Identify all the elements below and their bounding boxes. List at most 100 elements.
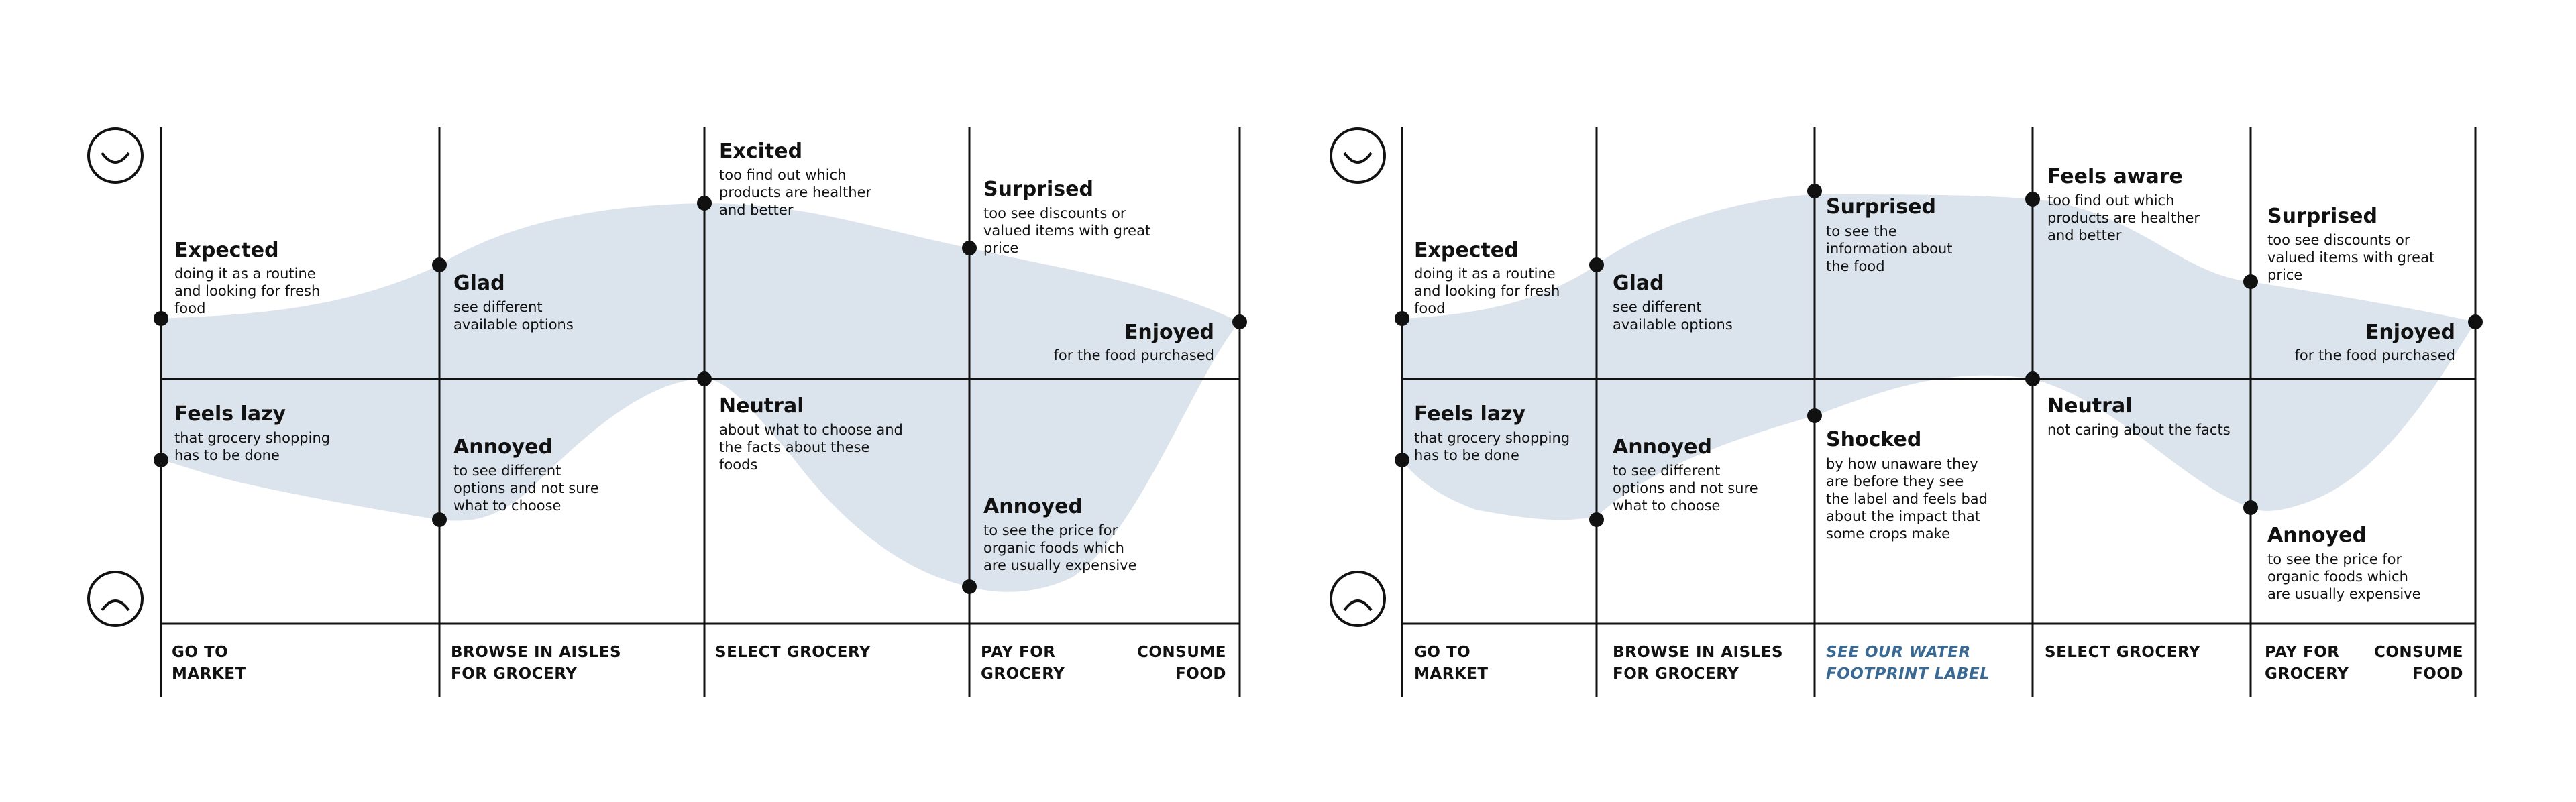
emotion-desc: and looking for fresh: [174, 283, 320, 299]
emotion-desc: for the food purchased: [2294, 347, 2455, 363]
emotion-point: [697, 371, 712, 386]
emotion-title: Enjoyed: [2365, 321, 2455, 344]
emotion-desc: are usually expensive: [983, 557, 1137, 573]
stage-label: GO TO: [1414, 644, 1470, 661]
emotion-desc: about the impact that: [1826, 508, 1980, 524]
emotion-desc: are before they see: [1826, 473, 1964, 490]
emotion-desc: too find out which: [719, 167, 846, 183]
emotion-title: Feels aware: [2047, 165, 2183, 188]
emotion-points: [154, 196, 1247, 594]
emotion-title: Annoyed: [1613, 435, 1712, 459]
emotion-title: Annoyed: [2267, 524, 2367, 547]
emotion-title: Expected: [1414, 239, 1519, 262]
emotion-title: Excited: [719, 139, 802, 163]
emotion-title: Neutral: [2047, 394, 2132, 418]
emotion-point: [2025, 192, 2040, 207]
stage-label: PAY FOR: [981, 644, 1055, 661]
emotion-desc: foods: [719, 457, 757, 473]
emotion-desc: the label and feels bad: [1826, 491, 1988, 507]
emotion-desc: the food: [1826, 258, 1885, 274]
stage-label: BROWSE IN AISLES: [451, 644, 621, 661]
emotion-point: [432, 512, 447, 527]
emotion-point: [1589, 512, 1604, 527]
emotion-desc: available options: [453, 317, 574, 333]
emotion-point: [697, 196, 712, 211]
emotion-desc: valued items with great: [2267, 249, 2434, 266]
emotion-point: [2243, 500, 2258, 515]
emotion-title: Glad: [453, 272, 505, 295]
emotion-title: Feels lazy: [1414, 402, 1526, 426]
emotion-desc: valued items with great: [983, 223, 1150, 239]
emotion-desc: products are healther: [719, 184, 871, 200]
emotion-desc: products are healther: [2047, 210, 2200, 226]
emotion-desc: that grocery shopping: [174, 430, 330, 446]
emotion-point: [1395, 311, 1409, 326]
emotion-title: Enjoyed: [1124, 321, 1214, 344]
emotion-point: [962, 241, 977, 255]
emotion-desc: not caring about the facts: [2047, 422, 2231, 438]
stage-label: FOOD: [2412, 665, 2463, 683]
emotion-desc: price: [2267, 267, 2302, 283]
emotion-desc: too find out which: [2047, 192, 2174, 209]
emotion-title: Feels lazy: [174, 402, 286, 426]
stage-label: FOR GROCERY: [1613, 665, 1739, 683]
sad-face-icon: [87, 571, 144, 627]
emotion-point: [432, 257, 447, 272]
emotion-point: [1395, 453, 1409, 467]
emotion-desc: the facts about these: [719, 439, 869, 455]
emotion-title: Annoyed: [983, 495, 1083, 518]
emotion-title: Surprised: [1826, 195, 1936, 219]
emotion-desc: food: [174, 300, 205, 317]
emotion-desc: by how unaware they: [1826, 456, 1978, 472]
emotion-desc: food: [1414, 300, 1445, 317]
stage-label-highlight: FOOTPRINT LABEL: [1826, 665, 1990, 683]
emotion-desc: to see different: [1613, 463, 1720, 479]
emotion-point: [1232, 314, 1247, 329]
emotion-desc: information about: [1826, 241, 1952, 257]
stage-label: GO TO: [172, 644, 228, 661]
emotion-point: [2243, 274, 2258, 289]
stage-label: BROWSE IN AISLES: [1613, 644, 1783, 661]
emotion-desc: that grocery shopping: [1414, 430, 1570, 446]
emotion-desc: to see the: [1826, 223, 1897, 239]
journey-map-with-label: Expected doing it as a routine and looki…: [1330, 127, 2483, 697]
emotion-desc: to see the price for: [983, 522, 1118, 538]
emotion-desc: and looking for fresh: [1414, 283, 1560, 299]
emotion-desc: and better: [719, 202, 794, 218]
emotion-desc: what to choose: [1613, 498, 1720, 514]
stage-label: GROCERY: [981, 665, 1065, 683]
stage-label-highlight: SEE OUR WATER: [1826, 644, 1971, 661]
emotion-desc: see different: [453, 299, 543, 315]
emotion-desc: has to be done: [1414, 447, 1519, 463]
emotion-title: Glad: [1613, 272, 1664, 295]
stage-label: PAY FOR: [2265, 644, 2339, 661]
emotion-desc: organic foods which: [2267, 569, 2408, 585]
emotion-title: Expected: [174, 239, 279, 262]
stage-label: MARKET: [1414, 665, 1489, 683]
emotion-point: [1807, 184, 1822, 198]
emotion-desc: see different: [1613, 299, 1702, 315]
emotion-title: Annoyed: [453, 435, 553, 459]
emotion-point: [154, 453, 168, 467]
emotion-desc: available options: [1613, 317, 1733, 333]
smiley-face-icon: [1330, 127, 1386, 184]
emotion-desc: options and not sure: [1613, 480, 1758, 496]
emotion-title: Shocked: [1826, 428, 1921, 451]
stage-label: CONSUME: [1137, 644, 1226, 661]
stage-label: CONSUME: [2374, 644, 2463, 661]
stage-label: GROCERY: [2265, 665, 2349, 683]
grid: [160, 127, 1241, 697]
emotion-point: [2468, 314, 2483, 329]
grid: [1401, 127, 2477, 697]
emotion-points: [1395, 184, 2483, 527]
stage-label: MARKET: [172, 665, 246, 683]
emotion-desc: what to choose: [453, 498, 561, 514]
emotion-point: [154, 311, 168, 326]
smiley-face-icon: [87, 127, 144, 184]
emotion-desc: for the food purchased: [1053, 347, 1214, 363]
emotion-desc: are usually expensive: [2267, 586, 2421, 602]
emotion-point: [962, 579, 977, 594]
stage-label: SELECT GROCERY: [715, 644, 871, 661]
emotion-desc: and better: [2047, 227, 2122, 243]
